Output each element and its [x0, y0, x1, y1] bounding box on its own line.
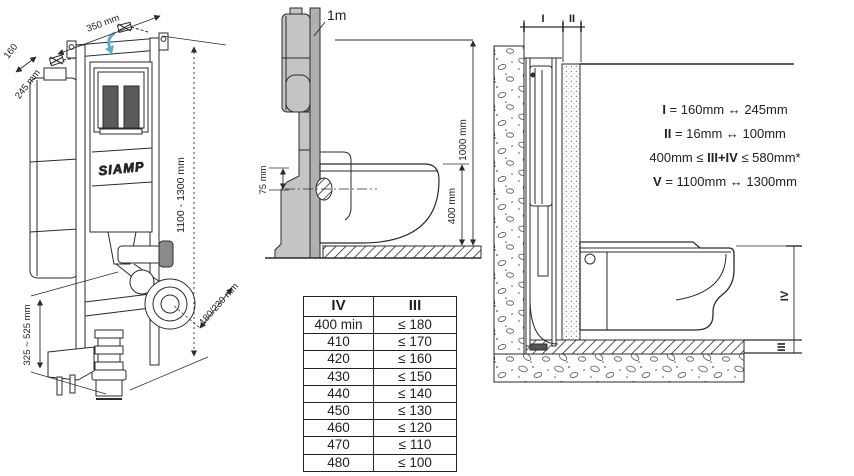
legend-line: 400mm ≤ III+IV ≤ 580mm* [649, 150, 801, 165]
dimension-legend: I = 160mm ↔ 245mm II = 16mm ↔ 100mm 400m… [600, 98, 850, 194]
frame-drawing [29, 21, 196, 400]
dim-mark-III: III [776, 342, 788, 351]
anchor-screw-icon [48, 54, 77, 67]
legend-line: V = 1100mm ↔ 1300mm [653, 174, 797, 189]
cell-III: ≤ 100 [373, 453, 457, 472]
table-header-IV: IV [303, 296, 374, 317]
cell-III: ≤ 140 [373, 384, 457, 404]
cell-III: ≤ 180 [373, 315, 457, 335]
front-view-drawing: SIAMP 350 mm 160 245 mm 1100 - 1300 mm 1… [2, 12, 241, 400]
dim-outlet-height-label: 325 ~ 525 mm [22, 304, 33, 365]
table-row: 420≤ 160 [303, 350, 457, 369]
dim-panel-height-label: 1m [327, 7, 346, 23]
table-row: 440≤ 140 [303, 384, 457, 404]
front-view-dimensions [15, 15, 233, 395]
brand-logo: SIAMP [98, 159, 145, 179]
cell-III: ≤ 160 [373, 350, 457, 369]
cell-IV: 450 [303, 402, 374, 421]
dim-height-label: 1100 - 1300 mm [175, 157, 187, 233]
cell-IV: 470 [303, 436, 374, 455]
legend-line: II = 16mm ↔ 100mm [664, 126, 786, 141]
cell-IV: 440 [303, 384, 374, 404]
table-header-III: III [373, 296, 457, 317]
section-structure [493, 45, 794, 383]
side-view-dimensions [269, 21, 477, 246]
cell-III: ≤ 170 [373, 333, 457, 352]
cell-IV: 460 [303, 419, 374, 438]
side-view-drawing: 1m 1000 mm 400 mm 75 mm [258, 7, 482, 259]
cell-IV: 410 [303, 333, 374, 352]
dim-width-label: 350 mm [85, 12, 121, 34]
dim-mark-II: II [569, 13, 575, 25]
table-row: 470≤ 110 [303, 436, 457, 455]
table-row: 460≤ 120 [303, 419, 457, 438]
section-dimensions [520, 20, 802, 354]
cell-IV: 480 [303, 453, 374, 472]
anchor-screw-icon [116, 21, 149, 33]
dim-mark-I: I [541, 13, 544, 25]
legend-line: I = 160mm ↔ 245mm [662, 102, 788, 117]
dim-rim-height-label: 400 mm [447, 188, 458, 224]
cell-III: ≤ 130 [373, 402, 457, 421]
table-row: 400 min≤ 180 [303, 315, 457, 335]
side-view-fixture [265, 7, 482, 259]
table-row: 450≤ 130 [303, 402, 457, 421]
table-row: 430≤ 150 [303, 367, 457, 386]
table-row: 410≤ 170 [303, 333, 457, 352]
cell-IV: 400 min [303, 315, 374, 335]
section-view-drawing: I II IV III [493, 13, 802, 383]
cell-III: ≤ 150 [373, 367, 457, 386]
table-row: 480≤ 100 [303, 453, 457, 472]
cell-III: ≤ 120 [373, 419, 457, 438]
dim-outlet-depth-label: 180/230 mm [197, 281, 241, 328]
table-header-row: IV III [303, 296, 457, 317]
dim-mark-IV: IV [779, 290, 791, 301]
cell-IV: 430 [303, 367, 374, 386]
cell-IV: 420 [303, 350, 374, 369]
cell-III: ≤ 110 [373, 436, 457, 455]
dim-inlet-offset-label: 75 mm [258, 165, 269, 194]
dim-depth-min-label: 160 [2, 42, 20, 61]
dimension-table: IV III 400 min≤ 180 410≤ 170 420≤ 160 43… [303, 296, 457, 472]
dim-total-height-label: 1000 mm [458, 119, 469, 161]
